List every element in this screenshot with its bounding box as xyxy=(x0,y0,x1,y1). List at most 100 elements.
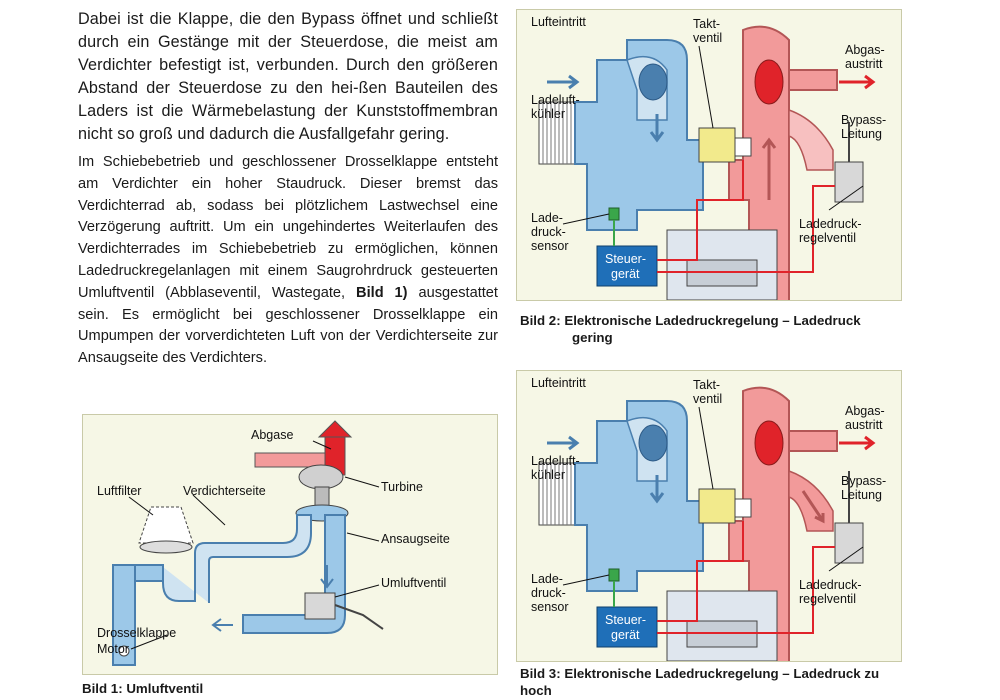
paragraph-umluftventil-text-b: ausgestattet sein. Es ermöglicht bei ges… xyxy=(78,284,498,367)
leader-luftfilter xyxy=(128,496,154,516)
signal-line-takt xyxy=(657,521,744,622)
label-kuehler: kühler xyxy=(531,468,565,482)
arrow-abgasaustritt xyxy=(839,74,876,90)
intake-duct xyxy=(162,514,312,603)
figure-reference-bild1: Bild 1) xyxy=(356,284,408,301)
leader-verdichterseite xyxy=(192,494,226,526)
arrow-compressed-air xyxy=(649,114,665,143)
figure-ladedruck-gering: Lufteintritt Takt- ventil Abgas- austrit… xyxy=(516,9,902,301)
caption-bild2-line1: Bild 2: Elektronische Ladedruckregelung … xyxy=(520,313,861,328)
label-motor: Motor xyxy=(97,642,129,656)
ladedruck-sensor xyxy=(608,568,620,582)
umluftventil-body xyxy=(304,592,336,620)
label-abgas: Abgas- xyxy=(845,404,885,418)
label-lade: Lade- xyxy=(531,572,563,586)
leader-regelventil xyxy=(828,546,864,572)
label-leitung: Leitung xyxy=(841,127,882,141)
label-lade: Lade- xyxy=(531,211,563,225)
exhaust-outlet xyxy=(788,430,838,452)
throttle-valve xyxy=(118,645,130,657)
compressor-wheel xyxy=(638,424,668,462)
label-geraet: gerät xyxy=(611,628,640,642)
figure-umluftventil-drawing: Abgase Luftfilter Verdichterseite Turbin… xyxy=(97,420,450,666)
air-filter-clamp xyxy=(139,540,193,554)
vacuum-line xyxy=(334,604,384,630)
arrow-abgasaustritt xyxy=(839,435,876,451)
label-verdichterseite: Verdichterseite xyxy=(183,484,266,498)
steuergeraet xyxy=(596,606,658,648)
arrow-compressed-air xyxy=(649,475,665,504)
exhaust-arrow-head xyxy=(317,420,353,438)
taktventil-coil xyxy=(734,498,752,518)
intercooler xyxy=(538,101,576,165)
leader-regelventil xyxy=(828,185,864,211)
label-lufteintritt: Lufteintritt xyxy=(531,376,586,390)
label-takt: Takt- xyxy=(693,17,720,31)
label-leitung: Leitung xyxy=(841,488,882,502)
arrow-exhaust-up xyxy=(761,137,777,200)
caption-bild3-line2: hoch xyxy=(520,683,552,698)
label-abgas: Abgas- xyxy=(845,43,885,57)
signal-line-wastegate xyxy=(657,546,835,634)
leader-abgase xyxy=(312,440,332,450)
exhaust-pipe xyxy=(254,452,326,468)
caption-bild2-line2: gering xyxy=(572,330,613,345)
label-turbine: Turbine xyxy=(381,480,423,494)
text-column: Dabei ist die Klappe, die den Bypass öff… xyxy=(78,8,498,370)
label-steuer: Steuer- xyxy=(605,613,646,627)
taktventil xyxy=(698,488,736,524)
label-sensor: sensor xyxy=(531,600,569,614)
label-druck: druck- xyxy=(531,586,566,600)
label-abgase: Abgase xyxy=(251,428,293,442)
label-steuer: Steuer- xyxy=(605,252,646,266)
exhaust-outlet xyxy=(788,69,838,91)
leader-turbine xyxy=(344,476,380,488)
leader-drosselklappe xyxy=(130,634,168,650)
turbine-wheel xyxy=(754,59,784,105)
flow-arrow-left xyxy=(211,618,233,632)
label-luftfilter: Luftfilter xyxy=(97,484,141,498)
label-austritt: austritt xyxy=(845,418,883,432)
label-lufteintritt: Lufteintritt xyxy=(531,15,586,29)
leader-sensor xyxy=(562,213,610,225)
label-ventil: ventil xyxy=(693,392,722,406)
leader-taktventil xyxy=(698,45,714,129)
arrow-lufteintritt xyxy=(547,74,580,90)
label-takt: Takt- xyxy=(693,378,720,392)
signal-line-wastegate xyxy=(657,185,835,273)
leader-ansaugseite xyxy=(346,532,380,542)
label-umluftventil: Umluftventil xyxy=(381,576,446,590)
label-kuehler: kühler xyxy=(531,107,565,121)
figure-umluftventil: Abgase Luftfilter Verdichterseite Turbin… xyxy=(82,414,498,675)
turbine-housing xyxy=(298,464,344,490)
label-austritt: austritt xyxy=(845,57,883,71)
label-regelventil: regelventil xyxy=(799,592,856,606)
leader-umluftventil xyxy=(334,584,380,598)
taktventil xyxy=(698,127,736,163)
caption-bild2: Bild 2: Elektronische Ladedruckregelung … xyxy=(520,312,861,346)
signal-line-takt xyxy=(657,160,744,261)
label-ladeluft: Ladeluft- xyxy=(531,93,580,107)
paragraph-umluftventil: Im Schiebebetrieb und geschlossener Dros… xyxy=(78,152,498,370)
caption-bild3: Bild 3: Elektronische Ladedruckregelung … xyxy=(520,665,879,699)
figure-ladedruck-zu-hoch: Lufteintritt Takt- ventil Abgas- austrit… xyxy=(516,370,902,662)
caption-bild3-line1: Bild 3: Elektronische Ladedruckregelung … xyxy=(520,666,880,681)
label-bypass: Bypass- xyxy=(841,474,886,488)
label-bypass: Bypass- xyxy=(841,113,886,127)
ladedruck-sensor xyxy=(608,207,620,221)
paragraph-umluftventil-text-a: Im Schiebebetrieb und geschlossener Dros… xyxy=(78,154,498,301)
flow-arrow-down xyxy=(320,565,334,589)
label-ladedruck: Ladedruck- xyxy=(799,217,862,231)
air-filter xyxy=(138,506,194,544)
caption-bild1: Bild 1: Umluftventil xyxy=(82,681,204,696)
figure-ladedruck-gering-drawing: Lufteintritt Takt- ventil Abgas- austrit… xyxy=(531,15,886,300)
label-drosselklappe: Drosselklappe xyxy=(97,626,176,640)
bypass-line xyxy=(788,108,834,171)
arrow-lufteintritt xyxy=(547,435,580,451)
intercooler-fins xyxy=(542,102,572,164)
label-druck: druck- xyxy=(531,225,566,239)
label-geraet: gerät xyxy=(611,267,640,281)
cold-air-path xyxy=(574,39,704,231)
label-sensor: sensor xyxy=(531,239,569,253)
label-ventil: ventil xyxy=(693,31,722,45)
